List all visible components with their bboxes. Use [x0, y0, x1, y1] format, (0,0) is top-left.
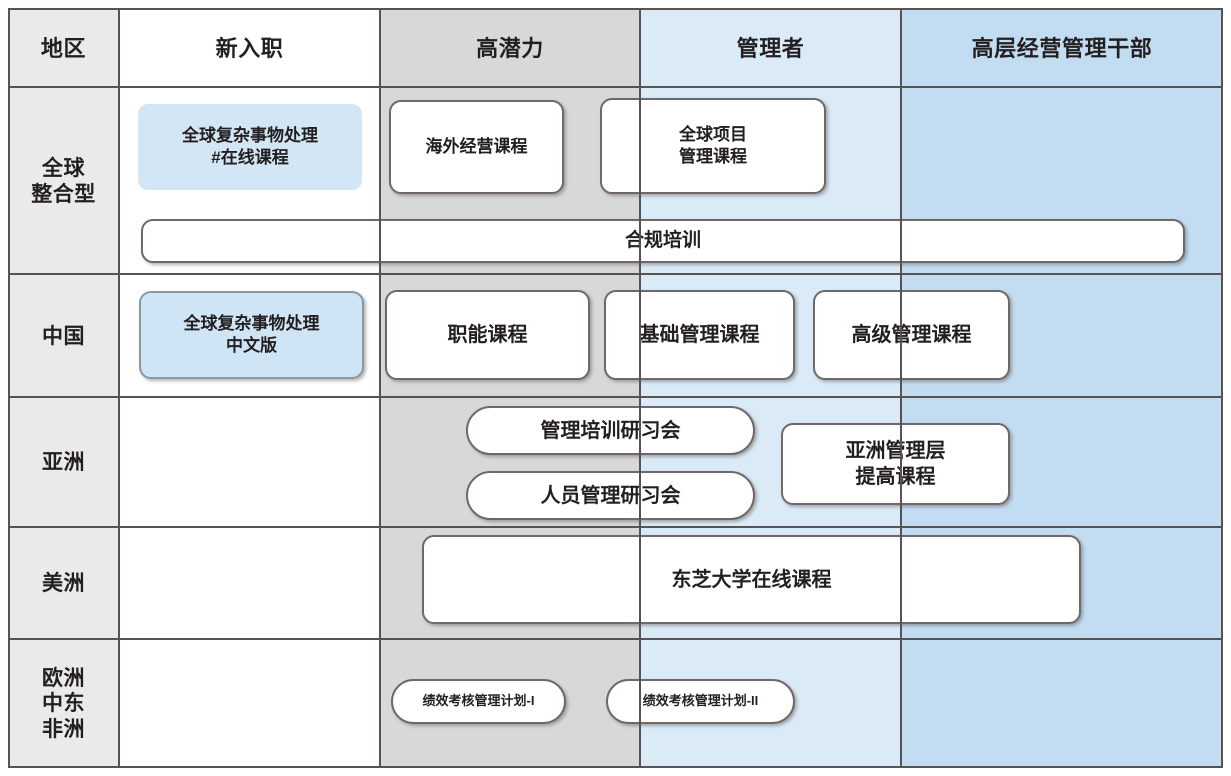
grid-hline-4 [8, 638, 1223, 640]
card-line: 高级管理课程 [851, 324, 972, 346]
header-region: 地区 [40, 36, 87, 61]
card-toshiba-university-online[interactable]: 东芝大学在线课程 [422, 535, 1081, 624]
card-line: 中文版 [226, 336, 277, 355]
grid-vline-3 [639, 8, 641, 768]
card-line: 人员管理研习会 [540, 484, 681, 507]
row-label-global-integrated: 全球 整合型 [8, 88, 119, 275]
row-label-asia: 亚洲 [8, 398, 119, 528]
row-label-americas: 美洲 [8, 528, 119, 640]
card-line: 管理课程 [679, 147, 747, 166]
row-label-line: 非洲 [42, 717, 85, 741]
card-overseas-business-course[interactable]: 海外经营课程 [389, 100, 564, 194]
card-line: 绩效考核管理计划-I [422, 693, 535, 709]
card-people-management-workshop[interactable]: 人员管理研习会 [466, 471, 755, 520]
card-global-complex-online[interactable]: 全球复杂事物处理 #在线课程 [138, 104, 362, 190]
card-line: 东芝大学在线课程 [671, 568, 832, 591]
card-line: 基础管理课程 [639, 324, 760, 346]
grid-vline-2 [379, 8, 381, 768]
row-label-line: 亚洲 [42, 451, 85, 475]
card-line: 职能课程 [447, 324, 528, 346]
row-label-line: 全球 [42, 156, 85, 180]
card-line: 全球复杂事物处理 [182, 125, 318, 145]
row-label-china: 中国 [8, 275, 119, 398]
grid-hline-2 [8, 396, 1223, 398]
card-compliance-training[interactable]: 合规培训 [141, 219, 1185, 263]
row-label-line: 整合型 [31, 182, 96, 206]
header-manager: 管理者 [736, 36, 805, 61]
row-label-line: 欧洲 [42, 666, 85, 690]
card-advanced-management-course[interactable]: 高级管理课程 [813, 290, 1010, 380]
header-high-potential: 高潜力 [476, 36, 544, 61]
card-line: #在线课程 [211, 148, 289, 167]
grid-vline-4 [900, 8, 902, 768]
grid-hline-3 [8, 526, 1223, 528]
header-new-hire: 新入职 [215, 36, 284, 61]
row-label-line: 中东 [42, 692, 85, 716]
card-line: 提高课程 [855, 466, 936, 488]
card-line: 亚洲管理层 [845, 440, 946, 462]
card-line: 绩效考核管理计划-II [642, 693, 759, 709]
header-executive: 高层经营管理干部 [971, 36, 1153, 61]
grid-hline-1 [8, 273, 1223, 275]
grid-hline-header [8, 86, 1223, 88]
card-performance-plan-1[interactable]: 绩效考核管理计划-I [391, 679, 566, 724]
card-management-training-workshop[interactable]: 管理培训研习会 [466, 406, 755, 455]
matrix-outer-border [8, 8, 1223, 768]
card-line: 海外经营课程 [425, 136, 528, 156]
card-functional-course[interactable]: 职能课程 [385, 290, 590, 380]
card-line: 全球复杂事物处理 [183, 313, 320, 333]
card-line: 管理培训研习会 [540, 419, 681, 442]
column-band-executive [901, 8, 1223, 768]
row-label-line: 美洲 [42, 572, 85, 596]
card-global-complex-chinese[interactable]: 全球复杂事物处理 中文版 [139, 291, 364, 379]
card-basic-management-course[interactable]: 基础管理课程 [604, 290, 795, 380]
card-line: 合规培训 [624, 229, 701, 251]
column-band-region [8, 8, 119, 768]
row-label-emea: 欧洲 中东 非洲 [8, 640, 119, 768]
card-performance-plan-2[interactable]: 绩效考核管理计划-II [606, 679, 795, 724]
row-label-line: 中国 [42, 324, 85, 348]
grid-vline-1 [118, 8, 120, 768]
training-matrix: 地区 新入职 高潜力 管理者 高层经营管理干部 全球 整合型 中国 亚洲 美洲 … [8, 8, 1223, 768]
card-line: 全球项目 [679, 124, 747, 144]
card-asia-management-advancement[interactable]: 亚洲管理层 提高课程 [781, 423, 1010, 505]
card-global-project-management[interactable]: 全球项目 管理课程 [600, 98, 826, 194]
